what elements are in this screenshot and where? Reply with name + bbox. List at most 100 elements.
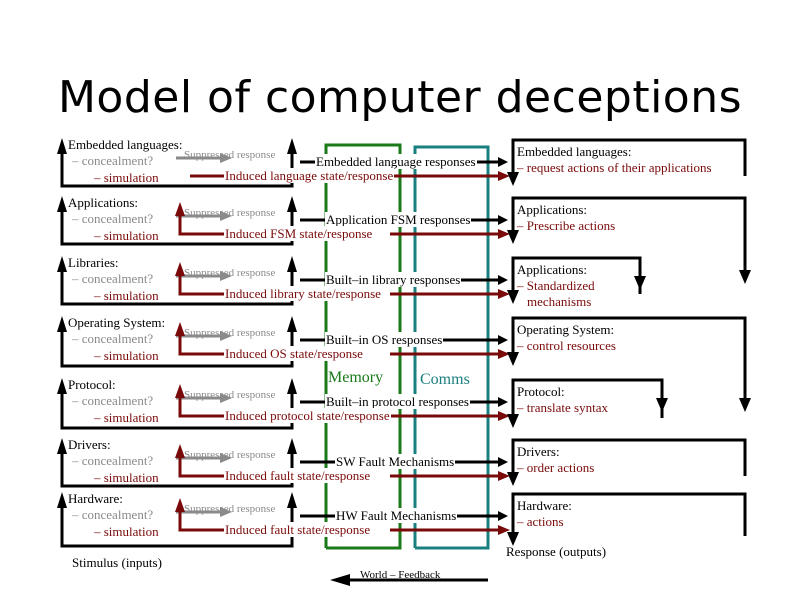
down-arrow-icon (507, 290, 519, 304)
down-arrow-icon (739, 270, 751, 284)
response-bracket (511, 492, 747, 536)
simulation-label: – simulation (94, 288, 159, 303)
simulation-label: – simulation (94, 470, 159, 485)
up-arrow-icon (175, 202, 185, 216)
right-arrow-icon (498, 229, 510, 239)
up-arrow-icon (287, 256, 297, 272)
right-arrow-icon (498, 471, 510, 481)
suppressed-response-label: Suppressed response (184, 449, 276, 461)
up-arrow-icon (57, 438, 67, 454)
response-action: – Standardized (517, 278, 595, 293)
down-arrow-icon (507, 230, 519, 244)
up-arrow-icon (287, 316, 297, 332)
down-arrow-icon (507, 472, 519, 486)
up-arrow-icon (175, 262, 185, 276)
right-arrow-icon (220, 453, 232, 463)
up-arrow-icon (57, 378, 67, 394)
up-arrow-icon (175, 498, 185, 512)
concealment-label: – concealment? (72, 453, 154, 468)
response-layer-name: Applications: (517, 202, 588, 217)
right-arrow-icon (220, 271, 232, 281)
simulation-label: – simulation (94, 228, 159, 243)
response-layer-name: Operating System: (517, 322, 615, 337)
layer-name: Drivers: (68, 437, 111, 452)
response-action: – translate syntax (517, 400, 608, 415)
layer-name: Embedded languages: (68, 137, 183, 152)
simulation-label: – simulation (94, 410, 159, 425)
up-arrow-icon (175, 384, 185, 398)
right-arrow-icon (498, 171, 510, 181)
induced-response-label: Induced protocol state/response (224, 408, 391, 423)
up-arrow-icon (57, 196, 67, 212)
suppressed-response-label: Suppressed response (184, 207, 276, 219)
simulation-label: – simulation (94, 170, 159, 185)
stimulus-label: Stimulus (inputs) (72, 555, 162, 570)
stimulus-bracket (60, 446, 294, 488)
response-layer-name: Protocol: (517, 384, 565, 399)
down-arrow-icon (507, 532, 519, 546)
comms-box (413, 145, 490, 550)
induced-link (178, 272, 226, 296)
layer-name: Operating System: (68, 315, 166, 330)
induced-response-label: Induced library state/response (224, 286, 382, 301)
suppressed-response-label: Suppressed response (184, 267, 276, 279)
response-action: – control resources (517, 338, 616, 353)
response-layer-name: Hardware: (517, 498, 572, 513)
induced-response-label: Induced language state/response (224, 168, 395, 183)
up-arrow-icon (57, 138, 67, 154)
suppressed-response-label: Suppressed response (184, 389, 276, 401)
right-arrow-icon (220, 153, 232, 163)
builtin-response-label: Built–in library responses (325, 272, 462, 287)
response-bracket (511, 138, 747, 176)
right-arrow-icon (220, 507, 232, 517)
induced-response-label: Induced fault state/response (224, 468, 372, 483)
response-action-continued: mechanisms (527, 294, 592, 309)
induced-response-label: Induced OS state/response (224, 346, 364, 361)
layer-name: Hardware: (68, 491, 123, 506)
right-arrow-icon (220, 211, 232, 221)
simulation-label: – simulation (94, 348, 159, 363)
stimulus-bracket (60, 324, 294, 368)
right-arrow-icon (498, 289, 510, 299)
layer-name: Applications: (68, 195, 139, 210)
response-layer-name: Applications: (517, 262, 588, 277)
response-label: Response (outputs) (506, 544, 607, 559)
up-arrow-icon (57, 492, 67, 508)
builtin-response-label: Built–in protocol responses (325, 394, 470, 409)
right-arrow-icon (498, 525, 510, 535)
right-arrow-icon (498, 335, 508, 345)
down-arrow-icon (507, 414, 519, 428)
up-arrow-icon (175, 322, 185, 336)
feedback-label: World – Feedback (360, 569, 441, 581)
induced-link (178, 332, 226, 356)
memory-label: Memory (328, 369, 384, 386)
induced-link (178, 508, 226, 532)
down-arrow-icon (739, 398, 751, 412)
right-arrow-icon (498, 457, 508, 467)
right-arrow-icon (498, 397, 508, 407)
induced-link (178, 454, 226, 478)
up-arrow-icon (287, 138, 297, 154)
response-layer-name: Embedded languages: (517, 144, 632, 159)
right-arrow-icon (498, 511, 508, 521)
up-arrow-icon (175, 444, 185, 458)
suppressed-response-label: Suppressed response (184, 503, 276, 515)
builtin-response-label: HW Fault Mechanisms (335, 508, 458, 523)
down-arrow-icon (507, 352, 519, 366)
simulation-label: – simulation (94, 524, 159, 539)
right-arrow-icon (220, 393, 232, 403)
down-arrow-icon (507, 172, 519, 186)
down-arrow-icon (656, 398, 668, 412)
induced-link (178, 212, 226, 236)
suppressed-response-label: Suppressed response (184, 327, 276, 339)
up-arrow-icon (287, 378, 297, 394)
concealment-label: – concealment? (72, 507, 154, 522)
response-action: – request actions of their applications (517, 160, 712, 175)
layer-name: Libraries: (68, 255, 119, 270)
induced-response-label: Induced FSM state/response (224, 226, 374, 241)
concealment-label: – concealment? (72, 271, 154, 286)
suppressed-response-label: Suppressed response (184, 149, 276, 161)
builtin-response-label: Application FSM responses (325, 212, 472, 227)
right-arrow-icon (498, 215, 508, 225)
page-title: Model of computer deceptions (57, 72, 743, 123)
